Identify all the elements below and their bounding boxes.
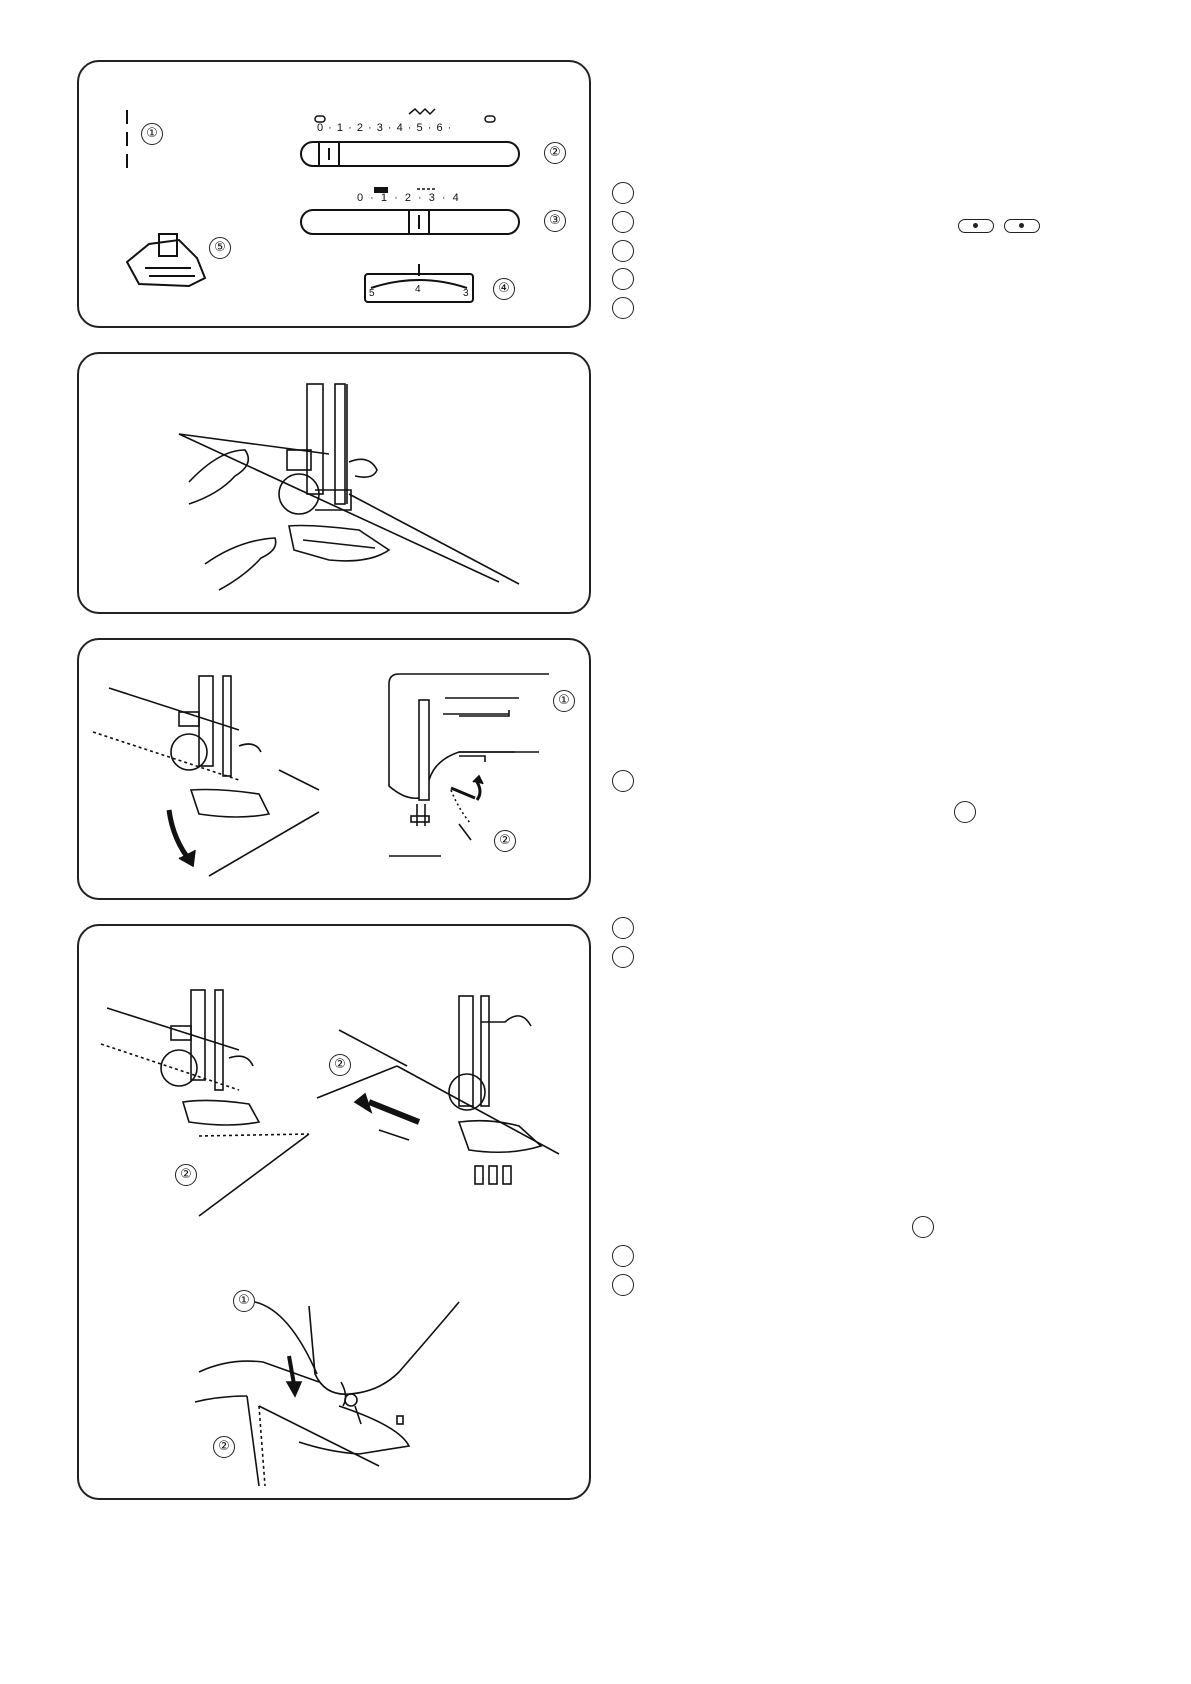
callout-2: ② <box>544 142 566 164</box>
callout-2: ② <box>213 1436 235 1458</box>
presser-foot-drawing <box>125 233 207 288</box>
buttonhole-icon <box>1004 219 1040 233</box>
callout-1: ① <box>233 1290 255 1312</box>
stitch-width-slider <box>300 107 520 167</box>
callout-5: ⑤ <box>209 237 231 259</box>
guide-fabric-panel <box>77 352 591 614</box>
scale-number: 0 <box>317 122 325 134</box>
dial-number: 5 <box>369 288 375 299</box>
callout-4: ④ <box>493 278 515 300</box>
step-marker <box>612 240 634 262</box>
scale-number: 1 <box>380 192 390 204</box>
finish-seam-illustration <box>100 989 560 1487</box>
step-marker <box>612 917 634 939</box>
step-marker <box>612 211 634 233</box>
scale-number: 2 <box>356 122 364 134</box>
step-marker <box>612 182 634 204</box>
turn-corner-illustration <box>92 673 549 877</box>
scale-number: 4 <box>396 122 404 134</box>
callout-2: ② <box>494 830 516 852</box>
scale-number: 3 <box>376 122 384 134</box>
step-marker <box>612 770 634 792</box>
callout-1: ① <box>553 690 575 712</box>
callout-1: ① <box>141 123 163 145</box>
scale-number: 6 <box>436 122 444 134</box>
dial-number: 3 <box>463 288 469 299</box>
stitch-length-slider <box>300 187 520 235</box>
step-marker <box>912 1216 934 1238</box>
dial-number: 4 <box>415 284 421 295</box>
stitch-width-scale: 0 · 1 · 2 · 3 · 4 · 5 · 6 · <box>317 122 453 134</box>
step-marker <box>612 268 634 290</box>
callout-2: ② <box>175 1164 197 1186</box>
scale-number: 2 <box>404 192 413 204</box>
step-marker <box>612 1274 634 1296</box>
settings-panel: ① ② ③ ④ ⑤ 0 · 1 · 2 · 3 · 4 · 5 · 6 · 0 … <box>77 60 591 328</box>
finish-seam-panel: ② ② ① ② <box>77 924 591 1500</box>
tension-dial <box>364 264 474 303</box>
scale-number: 3 <box>428 192 437 204</box>
buttonhole-icon <box>958 219 994 233</box>
step-marker <box>612 297 634 319</box>
turn-corner-panel: ① ② <box>77 638 591 900</box>
callout-3: ③ <box>544 210 566 232</box>
scale-number: 4 <box>452 192 461 204</box>
scale-number: 0 <box>357 192 366 204</box>
guide-fabric-illustration <box>178 383 520 591</box>
step-marker <box>954 801 976 823</box>
settings-illustration <box>125 107 520 303</box>
callout-2: ② <box>329 1054 351 1076</box>
scale-number: 5 <box>416 122 424 134</box>
stitch-length-scale: 0 · 1 · 2 · 3 · 4 <box>357 192 461 204</box>
scale-number: 1 <box>336 122 345 134</box>
step-marker <box>612 1245 634 1267</box>
step-marker <box>612 946 634 968</box>
